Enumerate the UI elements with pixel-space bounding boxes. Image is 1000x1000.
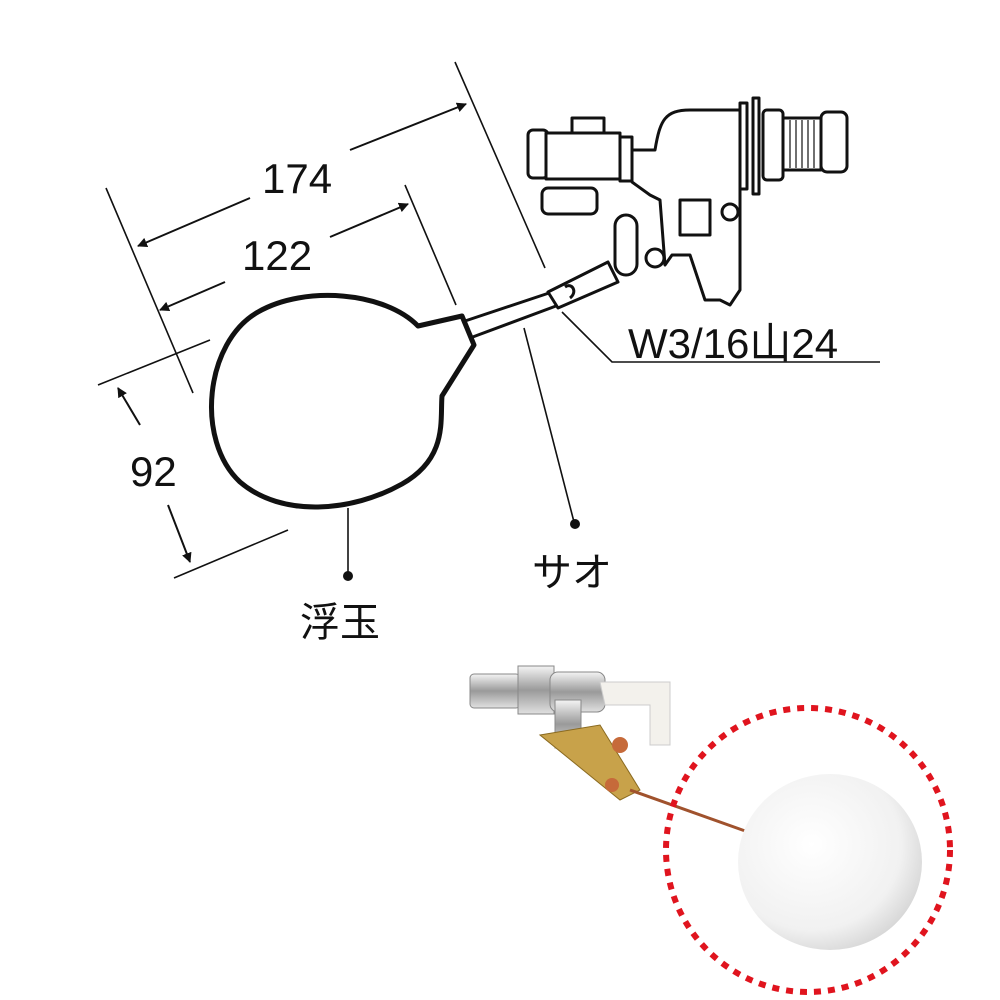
dim-174-label: 174 [262, 155, 333, 202]
float-ball-outline [209, 292, 477, 510]
rod-label: サオ [532, 550, 612, 596]
dimension-arrows [117, 102, 467, 563]
extension-lines [97, 61, 546, 579]
thread-spec-label: W3/16山24 [628, 320, 839, 367]
dim-174-line [137, 197, 251, 248]
dim-92-line [117, 387, 141, 426]
leader-lines [347, 311, 880, 574]
float-rod [461, 290, 557, 340]
highlight-circle [663, 705, 953, 995]
product-photo [469, 665, 953, 995]
dim-92-label: 92 [130, 448, 177, 495]
valve-body-drawing [526, 96, 849, 310]
float-leader-dot [343, 571, 353, 581]
float-label: 浮玉 [300, 600, 380, 646]
dim-122-label: 122 [242, 232, 313, 279]
dim-122-line [159, 281, 226, 312]
rod-leader-dot [570, 519, 580, 529]
